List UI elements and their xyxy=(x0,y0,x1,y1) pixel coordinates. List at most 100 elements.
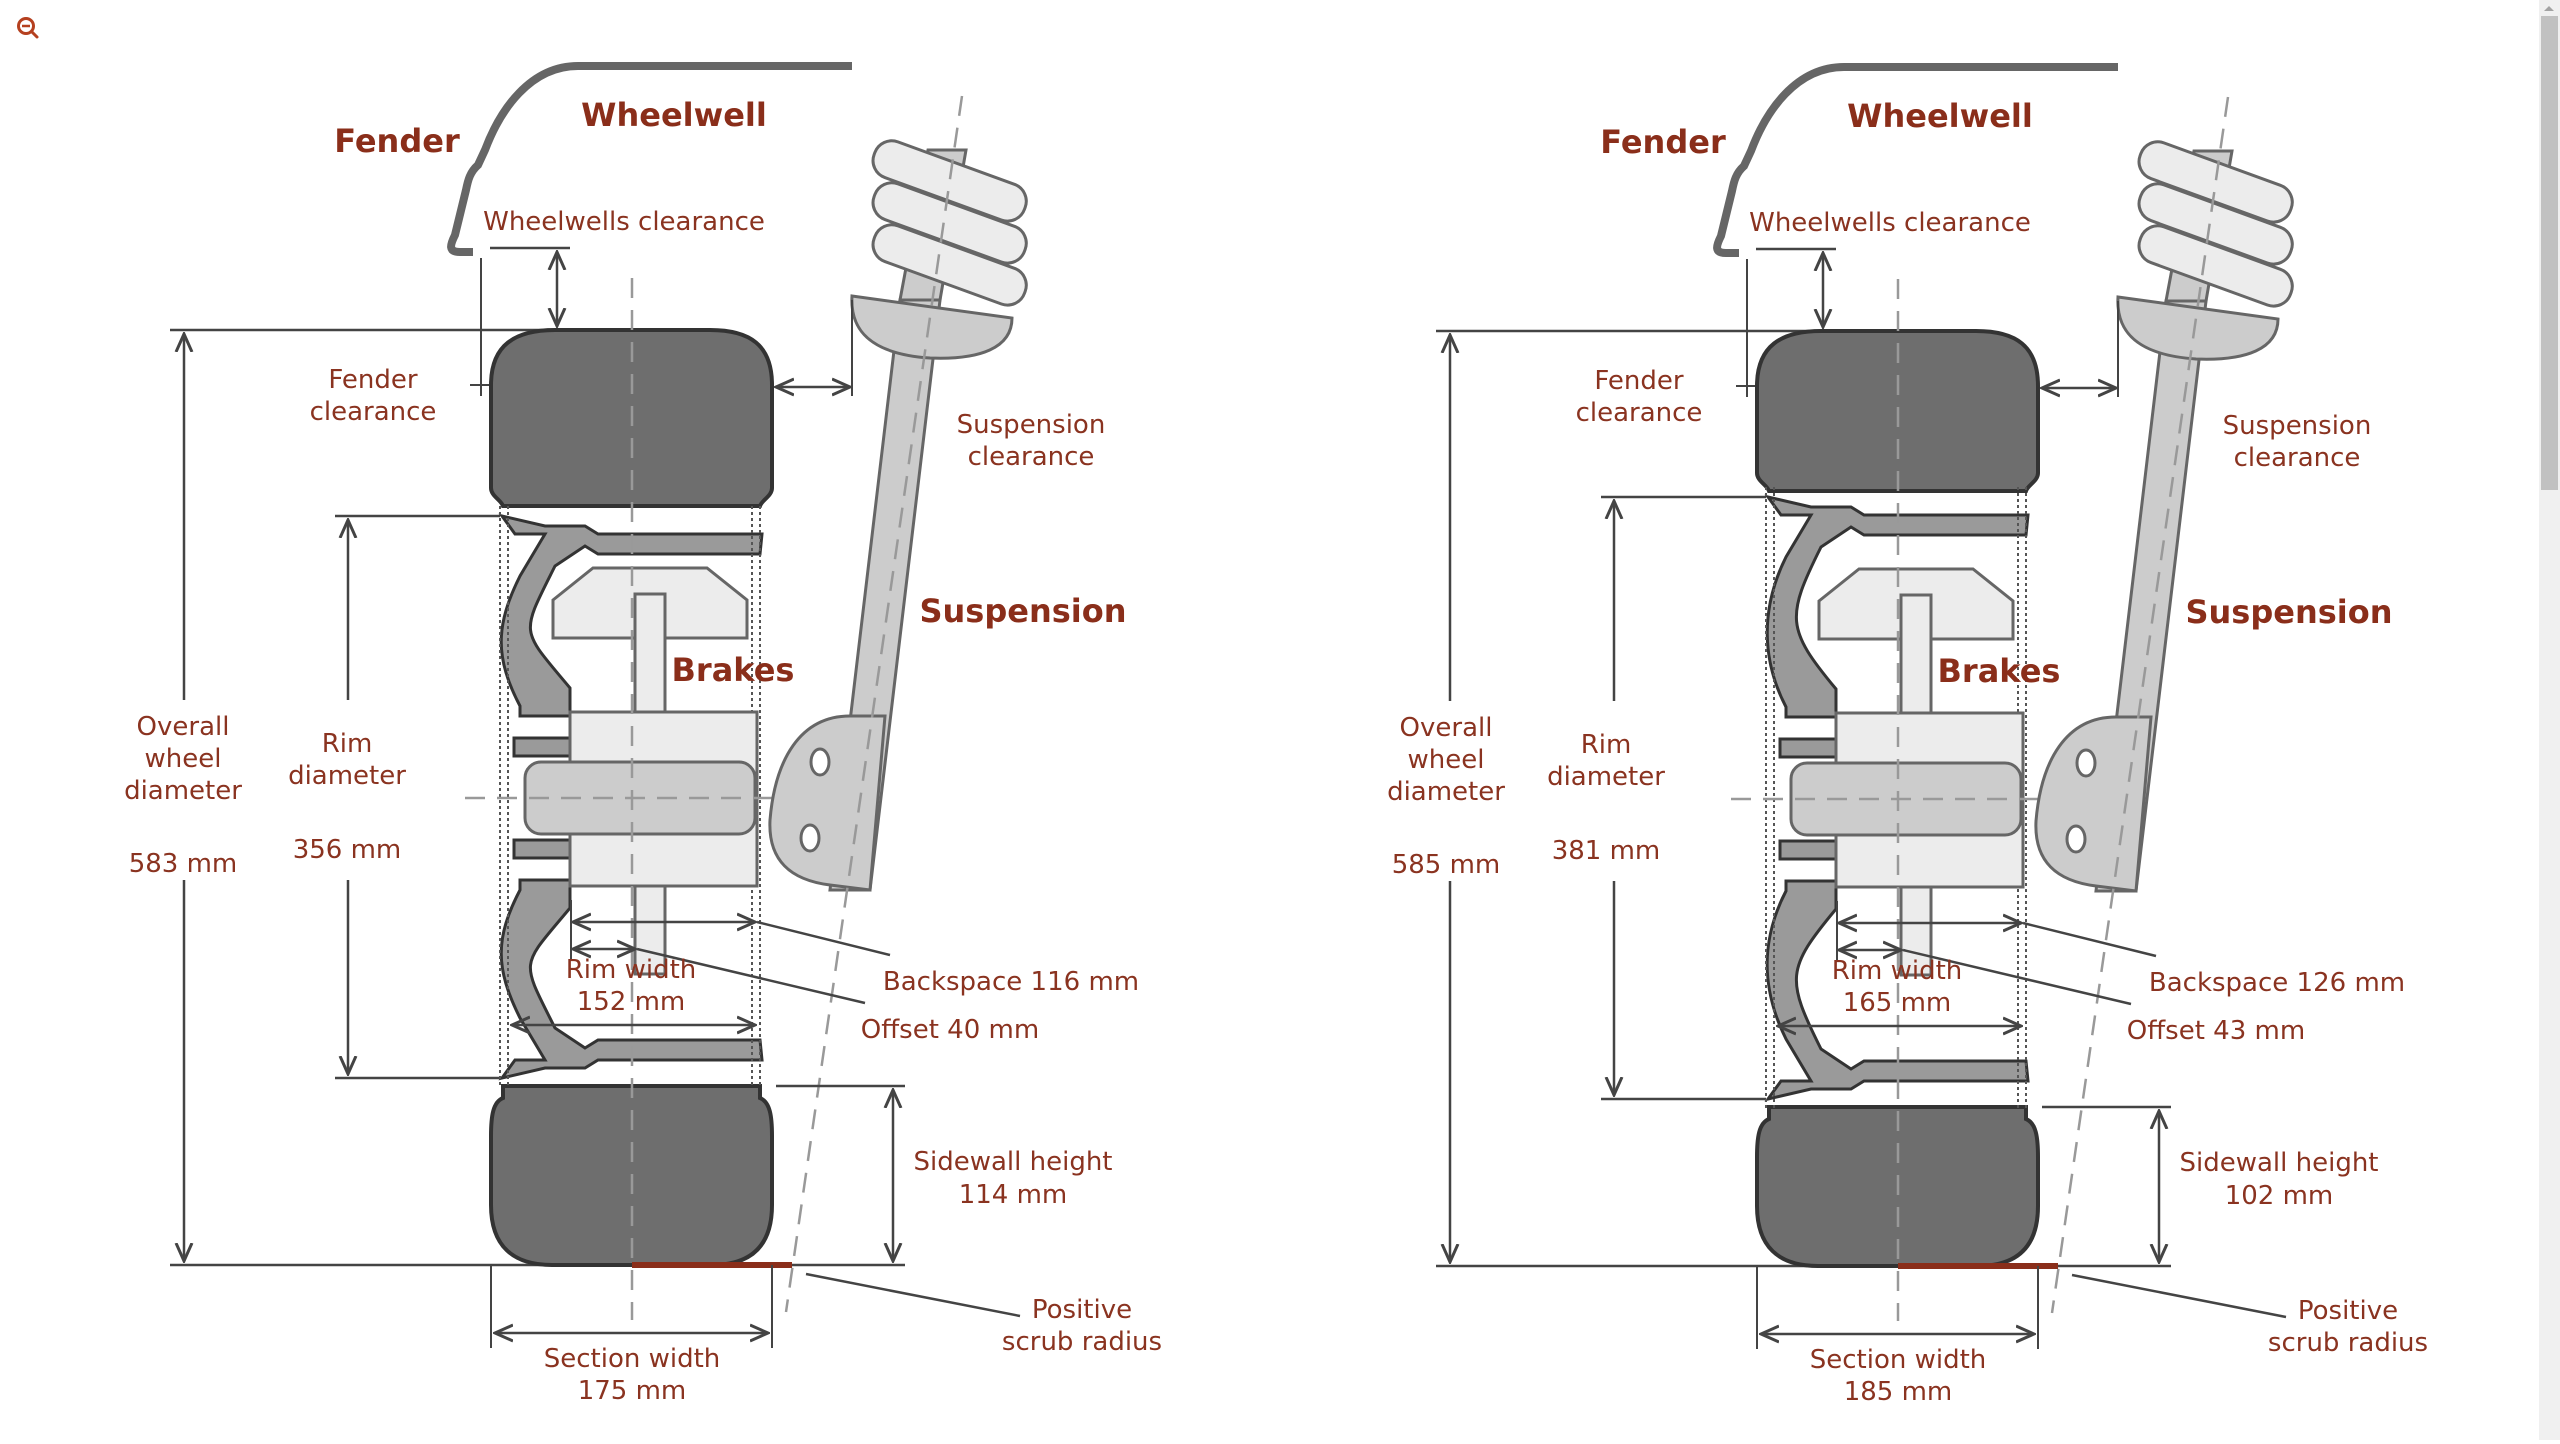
scrub-radius-label-line: Positive xyxy=(2298,1296,2398,1326)
scrollbar-thumb[interactable] xyxy=(2541,16,2558,490)
rim-width-label: Rim width xyxy=(566,955,697,985)
steering-axis-line xyxy=(784,95,964,1313)
offset-label-line: Offset 40 mm xyxy=(861,1015,1039,1045)
suspension-label: Suspension xyxy=(2185,593,2392,631)
overall-diameter-label-line: Overall xyxy=(137,712,230,742)
section-width-label: Section width xyxy=(1810,1345,1987,1375)
sidewall-height-value-line: 102 mm xyxy=(2225,1181,2334,1211)
spring-seat xyxy=(850,294,1014,360)
suspension-clearance-label-line: clearance xyxy=(968,442,1095,472)
overall-diameter-value: 583 mm xyxy=(129,849,238,879)
rim-diameter-value-line: 356 mm xyxy=(293,835,402,865)
scrub-radius-label-line: Positive xyxy=(1032,1295,1132,1325)
offset-leader xyxy=(636,947,866,1005)
fender-clearance-label-line: clearance xyxy=(1576,398,1703,428)
wheelwell-label-line: Wheelwell xyxy=(1847,97,2033,135)
backspace-leader xyxy=(756,920,891,957)
sidewall-height-value-line: 114 mm xyxy=(959,1180,1068,1210)
brakes-label-line: Brakes xyxy=(672,651,795,689)
section-width-label-line: Section width xyxy=(544,1344,721,1374)
backspace-label: Backspace 126 mm xyxy=(2149,968,2405,998)
rim-diameter-label-line: Rim xyxy=(322,729,373,759)
overall-diameter-value: 585 mm xyxy=(1392,850,1501,880)
fender-clearance-label-line: Fender xyxy=(328,365,418,395)
section-width-label: Section width xyxy=(544,1344,721,1374)
backspace-label: Backspace 116 mm xyxy=(883,967,1139,997)
knuckle-bolt-hole xyxy=(2065,824,2087,854)
offset-leader xyxy=(1902,948,2132,1006)
rim-width-value-line: 165 mm xyxy=(1843,988,1952,1018)
overall-diameter-label-line: diameter xyxy=(124,776,242,806)
suspension-label-line: Suspension xyxy=(2185,593,2392,631)
rim-diameter-value: 381 mm xyxy=(1552,836,1661,866)
wheelwells-clearance-label-line: Wheelwells clearance xyxy=(1749,208,2031,238)
hub-flange-upper xyxy=(512,736,572,758)
hub-flange-lower xyxy=(1778,839,1838,861)
vertical-scrollbar[interactable] xyxy=(2539,0,2560,1440)
sidewall-height-label: Sidewall height xyxy=(2179,1148,2378,1178)
knuckle-bolt-hole xyxy=(809,747,831,777)
coil-spring-turn xyxy=(2137,224,2294,308)
brakes-label: Brakes xyxy=(1938,652,2061,690)
hub-flange-lower xyxy=(512,838,572,860)
fender-clearance-label-line: clearance xyxy=(310,397,437,427)
fender-label: Fender xyxy=(334,122,460,160)
backspace-leader xyxy=(2022,921,2157,958)
rim-diameter-label-line: diameter xyxy=(1547,762,1665,792)
brakes-label: Brakes xyxy=(672,651,795,689)
offset-label: Offset 43 mm xyxy=(2127,1016,2305,1046)
sidewall-height-value: 102 mm xyxy=(2225,1181,2334,1211)
section-width-value-line: 175 mm xyxy=(578,1376,687,1406)
sidewall-height-value: 114 mm xyxy=(959,1180,1068,1210)
wheelwell-label: Wheelwell xyxy=(1847,97,2033,135)
overall-diameter-label-line: diameter xyxy=(1387,777,1505,807)
scrub-radius-label-line: scrub radius xyxy=(1002,1327,1162,1357)
knuckle-bracket xyxy=(2034,715,2153,893)
rim-width-label: Rim width xyxy=(1832,956,1963,986)
fender-label: Fender xyxy=(1600,123,1726,161)
wheelwells-clearance-label: Wheelwells clearance xyxy=(483,207,765,237)
scroll-up-arrow-icon[interactable] xyxy=(2544,6,2554,11)
hub-flange-upper xyxy=(1778,737,1838,759)
sidewall-height-label-line: Sidewall height xyxy=(2179,1148,2378,1178)
suspension-label-line: Suspension xyxy=(919,592,1126,630)
rim-upper-profile xyxy=(498,513,764,718)
knuckle-bracket xyxy=(768,714,887,892)
fender-body-outline xyxy=(1713,63,2118,257)
zoom-out-button[interactable] xyxy=(14,14,44,44)
rim-width-value: 165 mm xyxy=(1843,988,1952,1018)
suspension-label: Suspension xyxy=(919,592,1126,630)
wheelwell-label-line: Wheelwell xyxy=(581,96,767,134)
suspension-clearance-label-line: Suspension xyxy=(2223,411,2372,441)
rim-width-label-line: Rim width xyxy=(566,955,697,985)
section-width-value: 175 mm xyxy=(578,1376,687,1406)
scrub-radius-leader xyxy=(2071,1273,2287,1319)
wheelwells-clearance-label-line: Wheelwells clearance xyxy=(483,207,765,237)
wheelwell-label: Wheelwell xyxy=(581,96,767,134)
section-width-label-line: Section width xyxy=(1810,1345,1987,1375)
suspension-clearance-label-line: clearance xyxy=(2234,443,2361,473)
backspace-label-line: Backspace 126 mm xyxy=(2149,968,2405,998)
fender-body-outline xyxy=(447,62,852,256)
knuckle-bolt-hole xyxy=(799,823,821,853)
brakes-label-line: Brakes xyxy=(1938,652,2061,690)
section-width-value: 185 mm xyxy=(1844,1377,1953,1407)
spring-seat xyxy=(2116,295,2280,361)
rim-diameter-value: 356 mm xyxy=(293,835,402,865)
suspension-clearance-label-line: Suspension xyxy=(957,410,1106,440)
wheelwells-clearance-label: Wheelwells clearance xyxy=(1749,208,2031,238)
scrub-radius-label-line: scrub radius xyxy=(2268,1328,2428,1358)
coil-spring-turn xyxy=(871,223,1028,307)
rim-upper-profile xyxy=(1764,494,2030,719)
overall-diameter-value-line: 585 mm xyxy=(1392,850,1501,880)
